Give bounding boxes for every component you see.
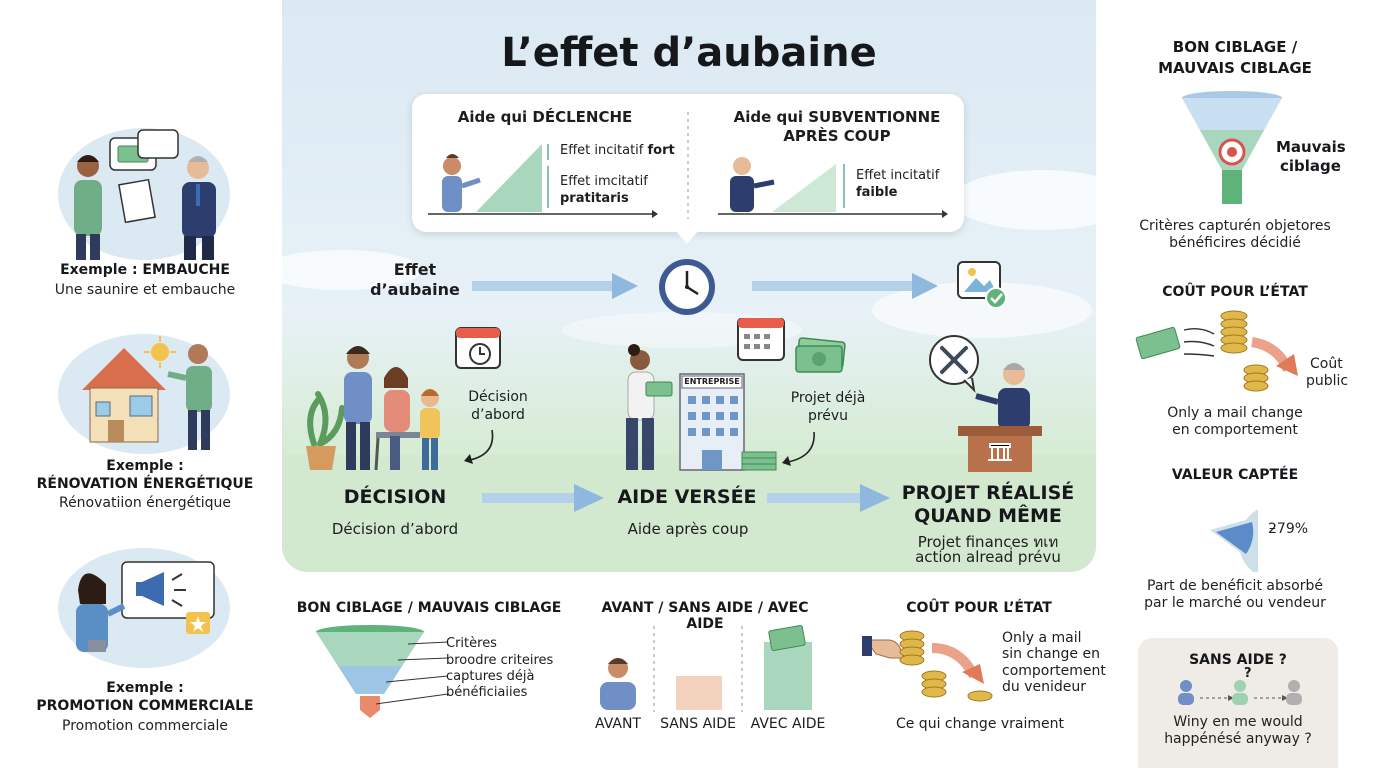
right-cout-text-line2: en comportement: [1172, 422, 1298, 438]
cout-label-2: sin change en: [1002, 646, 1100, 662]
funnel-label-line2: ciblage: [1280, 157, 1341, 175]
right-ciblage-text-line2: bénéficires décidié: [1169, 235, 1301, 251]
curved-arrow-icon: [782, 431, 815, 466]
image-check-icon: [957, 261, 1007, 309]
cout-label-4: du venideur: [1002, 679, 1086, 695]
right-valeur-percent: ƻ79%: [1268, 521, 1309, 537]
example-promotion-title-line1: Exemple :: [106, 680, 184, 696]
funnel-label-line1: Mauvais: [1276, 138, 1346, 156]
ciblage-label-2: broodre criteires: [446, 653, 554, 668]
left-label1-strong: fort: [647, 143, 675, 158]
sans-aide-text-line1: Winy en me would: [1173, 714, 1303, 730]
left-label2: Effet imcitatif: [560, 174, 648, 189]
right-valeur-text-line1: Part de benéficit absorbé: [1147, 578, 1323, 594]
right-valeur-title: VALEUR CAPTÉE: [1171, 467, 1299, 483]
stage-aide-subtitle: Aide après coup: [627, 520, 749, 538]
left-label1-prefix: Effet incitatif: [560, 143, 648, 158]
cout-label-1: Only a mail: [1002, 630, 1082, 646]
bottom-ciblage-title: BON CIBLAGE / MAUVAIS CIBLAGE: [296, 600, 562, 616]
decision-note-line2: d’abord: [471, 407, 525, 423]
right-valeur-text-line2: par le marché ou vendeur: [1144, 595, 1326, 611]
projet-note-line2: prévu: [807, 408, 849, 424]
family-illustration: [306, 346, 440, 471]
avant-comparison-illustration: [600, 625, 812, 712]
right-ciblage-text-line1: Critères capturén objetores: [1139, 218, 1331, 234]
stage-projet-subtitle-line1: Projet finances ทเท: [917, 533, 1059, 551]
bill-icon: [795, 337, 846, 373]
funnel-icon: [316, 625, 449, 718]
example-embauche-title: Exemple : EMBAUCHE: [60, 262, 230, 278]
stage-projet-title-line2: QUAND MÊME: [914, 505, 1062, 527]
right-ciblage-title-line2: MAUVAIS CIBLAGE: [1158, 59, 1312, 77]
ciblage-label-4: bénéficiaiies: [446, 685, 528, 700]
bubble-left-title: Aide qui DÉCLENCHE: [457, 108, 633, 126]
page-title: L’effet d’aubaine: [501, 30, 877, 76]
sans-aide-title: SANS AIDE ?: [1189, 652, 1287, 668]
example-renovation-title-line1: Exemple :: [106, 458, 184, 474]
cout-caption: Ce qui change vraiment: [895, 716, 1065, 732]
flow-arrows: [472, 273, 938, 512]
right-cout-title: COÛT POUR L’ÉTAT: [1162, 284, 1308, 300]
effet-label-line1: Effet: [393, 260, 437, 279]
right-label-strong: faible: [856, 185, 898, 200]
avant-label-3: AVEC AIDE: [750, 716, 826, 732]
right-ciblage-title-line1: BON CIBLAGE /: [1172, 38, 1298, 56]
embauche-illustration: [58, 128, 230, 260]
bottom-avant-title: AVANT / SANS AIDE / AVEC AIDE: [601, 600, 809, 632]
right-cout-label-line2: public: [1306, 373, 1349, 389]
stage-decision-subtitle: Décision d’abord: [331, 520, 459, 538]
pie-icon: [1210, 509, 1258, 572]
example-promotion-title-line2: PROMOTION COMMERCIALE: [36, 698, 254, 714]
official-illustration: [929, 335, 1042, 472]
stage-aide-title: AIDE VERSÉE: [617, 486, 757, 508]
sans-aide-question: ?: [1244, 666, 1252, 681]
renovation-illustration: [58, 334, 230, 454]
coins-flow-icon: [1135, 310, 1298, 392]
left-label2-strong: pratitaris: [560, 191, 629, 206]
right-label: Effet incitatif: [856, 168, 940, 183]
people-chain-icon: [1178, 680, 1302, 705]
enterprise-sign: ENTREPRISE: [684, 377, 740, 386]
avant-label-2: SANS AIDE: [660, 716, 736, 732]
stage-projet-subtitle-line2: action alreaḋ prévu: [915, 548, 1061, 566]
right-cout-label-line1: Coût: [1310, 356, 1343, 372]
bubble-illustration: [428, 112, 948, 219]
decision-note-line1: Décision: [468, 389, 528, 405]
coins-illustration: [862, 630, 993, 702]
projet-note-line1: Projet déjà: [790, 390, 866, 406]
curved-arrow-icon: [464, 429, 494, 464]
ciblage-label-1: Critères: [446, 636, 497, 651]
ciblage-label-3: captures déjà: [446, 669, 535, 684]
calendar-clock-icon: [455, 327, 501, 369]
bottom-cout-title: COÛT POUR L’ÉTAT: [906, 600, 1052, 616]
bubble-right-title-line1: Aide qui SUBVENTIONNE: [733, 108, 941, 126]
sans-aide-text-line2: happénésé anyway ?: [1164, 731, 1312, 747]
example-renovation-title-line2: RÉNOVATION ÉNERGÉTIQUE: [36, 476, 254, 492]
bubble-right-title-line2: APRÈS COUP: [783, 127, 891, 145]
example-promotion-subtitle: Promotion commerciale: [62, 718, 228, 734]
aide-illustration: [626, 318, 785, 471]
avant-label-1: AVANT: [595, 716, 641, 732]
bubble-tail: [675, 230, 699, 244]
funnel-target-icon: [1182, 91, 1282, 204]
right-cout-text-line1: Only a mail change: [1167, 405, 1303, 421]
stage-projet-title-line1: PROJET RÉALISÉ: [901, 482, 1075, 504]
stage-decision-title: DÉCISION: [343, 486, 447, 508]
cout-label-3: comportement: [1002, 663, 1106, 679]
example-embauche-subtitle: Une saunire et embauche: [54, 282, 236, 298]
hero-background: [282, 170, 1096, 572]
promotion-illustration: [58, 548, 230, 668]
example-renovation-subtitle: Rénovatiion énergétique: [58, 495, 232, 511]
clock-icon: [659, 259, 715, 315]
effet-label-line2: d’aubaine: [370, 280, 460, 299]
